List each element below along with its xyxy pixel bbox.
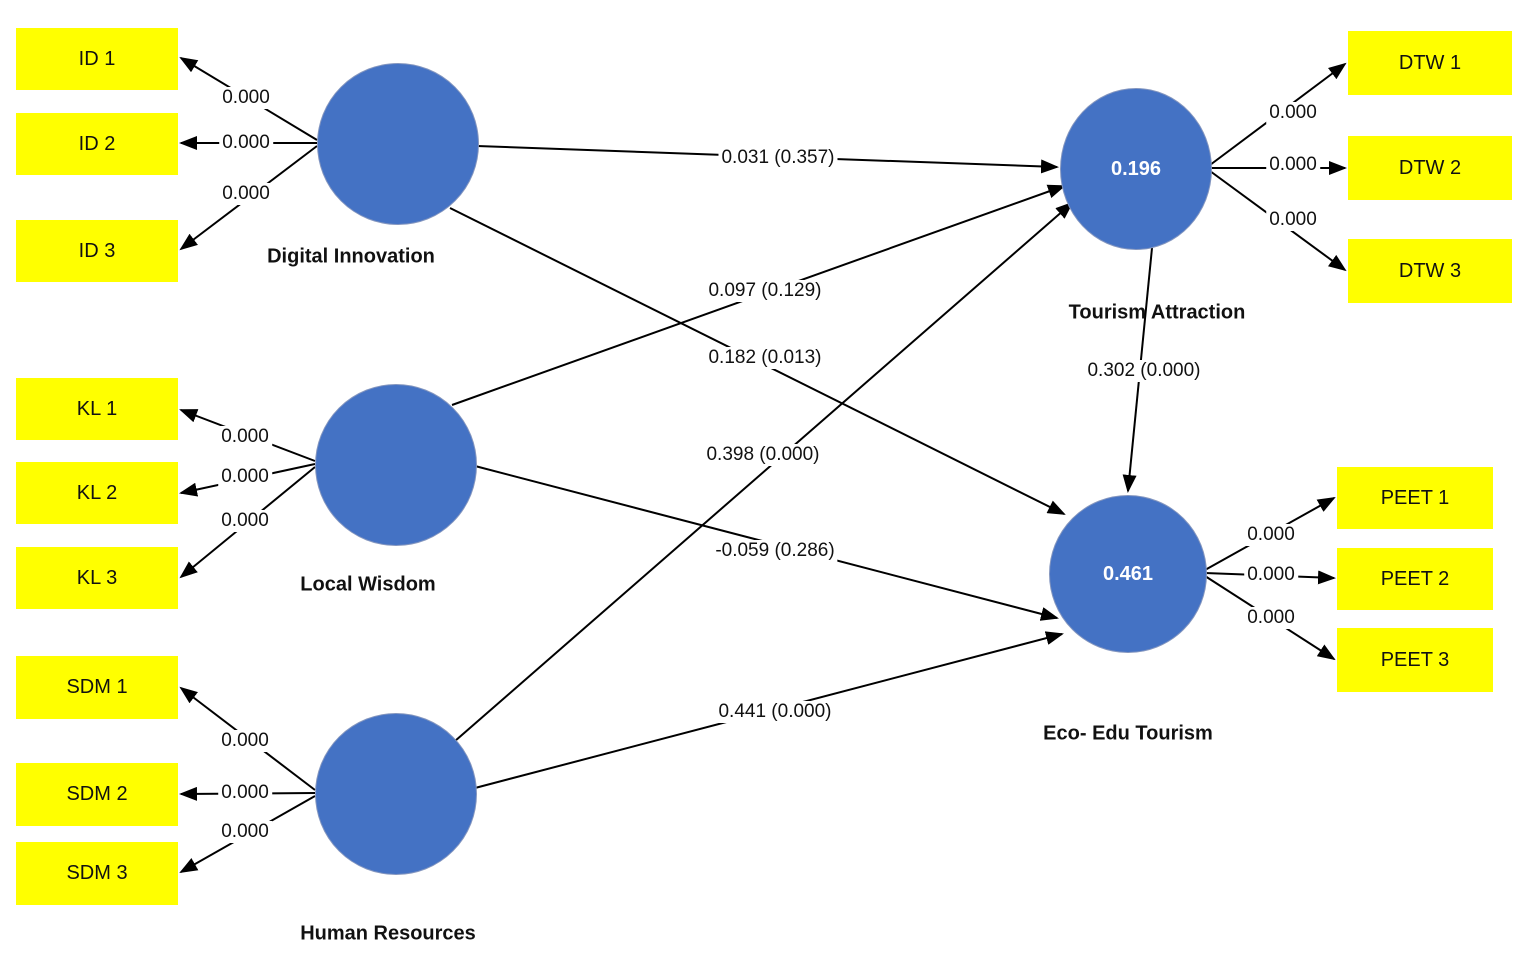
latent-local-wisdom: [315, 384, 477, 546]
indicator-sdm1: SDM 1: [16, 656, 178, 719]
path-label-hr-to-ta: 0.398 (0.000): [703, 444, 823, 466]
latent-eco-edu-tourism: 0.461: [1049, 495, 1207, 653]
loading-kl3: 0.000: [218, 510, 272, 532]
label-human-resources: Human Resources: [300, 922, 476, 945]
label-tourism-attraction: Tourism Attraction: [1068, 301, 1246, 324]
indicator-kl3: KL 3: [16, 547, 178, 609]
path-label-ta-to-ee: 0.302 (0.000): [1084, 360, 1204, 382]
indicator-peet2: PEET 2: [1337, 548, 1493, 610]
loading-peet2: 0.000: [1244, 564, 1298, 586]
loading-dtw2: 0.000: [1266, 154, 1320, 176]
path-label-di-to-ee: 0.182 (0.013): [705, 347, 825, 369]
latent-digital-innovation: [317, 63, 479, 225]
indicator-id1-label: ID 1: [78, 47, 116, 70]
indicator-dtw1-label: DTW 1: [1398, 51, 1462, 74]
latent-human-resources: [315, 713, 477, 875]
indicator-peet1-label: PEET 1: [1380, 486, 1450, 509]
indicator-dtw2: DTW 2: [1348, 136, 1512, 200]
indicator-peet1: PEET 1: [1337, 467, 1493, 529]
loading-id3: 0.000: [219, 183, 273, 205]
tourism-attraction-r-squared: 0.196: [1110, 157, 1162, 180]
label-digital-innovation: Digital Innovation: [267, 245, 435, 268]
latent-tourism-attraction: 0.196: [1060, 88, 1212, 250]
loading-sdm2: 0.000: [218, 782, 272, 804]
indicator-peet3: PEET 3: [1337, 628, 1493, 692]
indicator-id1: ID 1: [16, 28, 178, 90]
indicator-id3-label: ID 3: [78, 239, 116, 262]
indicator-sdm2-label: SDM 2: [66, 783, 128, 805]
loading-sdm3: 0.000: [218, 821, 272, 843]
indicator-sdm2: SDM 2: [16, 763, 178, 826]
path-label-hr-to-ee: 0.441 (0.000): [715, 701, 835, 723]
label-local-wisdom: Local Wisdom: [300, 573, 436, 596]
indicator-id2-label: ID 2: [78, 132, 116, 155]
indicator-kl2-label: KL 2: [76, 481, 118, 504]
indicator-peet3-label: PEET 3: [1380, 648, 1450, 671]
loading-kl2: 0.000: [218, 466, 272, 488]
indicator-sdm3: SDM 3: [16, 842, 178, 905]
indicator-kl2: KL 2: [16, 462, 178, 524]
path-label-lw-to-ta: 0.097 (0.129): [705, 280, 825, 302]
loading-peet3: 0.000: [1244, 607, 1298, 629]
indicator-kl1: KL 1: [16, 378, 178, 440]
loading-dtw1: 0.000: [1266, 102, 1320, 124]
indicator-dtw1: DTW 1: [1348, 31, 1512, 95]
indicator-dtw3: DTW 3: [1348, 239, 1512, 303]
loading-kl1: 0.000: [218, 426, 272, 448]
indicator-id3: ID 3: [16, 220, 178, 282]
indicator-id2: ID 2: [16, 113, 178, 175]
indicator-dtw2-label: DTW 2: [1398, 156, 1462, 179]
indicator-sdm1-label: SDM 1: [66, 676, 128, 698]
arrow-hr-to-ta: [454, 201, 1074, 742]
eco-edu-tourism-r-squared: 0.461: [1102, 562, 1154, 585]
label-eco-edu-tourism: Eco- Edu Tourism: [1043, 722, 1213, 745]
indicator-peet2-label: PEET 2: [1380, 567, 1450, 590]
loading-id1: 0.000: [219, 87, 273, 109]
indicator-sdm3-label: SDM 3: [66, 862, 128, 884]
path-label-di-to-ta: 0.031 (0.357): [718, 147, 838, 169]
loading-id2: 0.000: [219, 132, 273, 154]
indicator-kl3-label: KL 3: [76, 566, 118, 589]
path-label-lw-to-ee: -0.059 (0.286): [712, 540, 838, 562]
indicator-kl1-label: KL 1: [76, 397, 118, 420]
indicator-dtw3-label: DTW 3: [1398, 259, 1462, 282]
loading-peet1: 0.000: [1244, 524, 1298, 546]
loading-sdm1: 0.000: [218, 730, 272, 752]
loading-dtw3: 0.000: [1266, 209, 1320, 231]
